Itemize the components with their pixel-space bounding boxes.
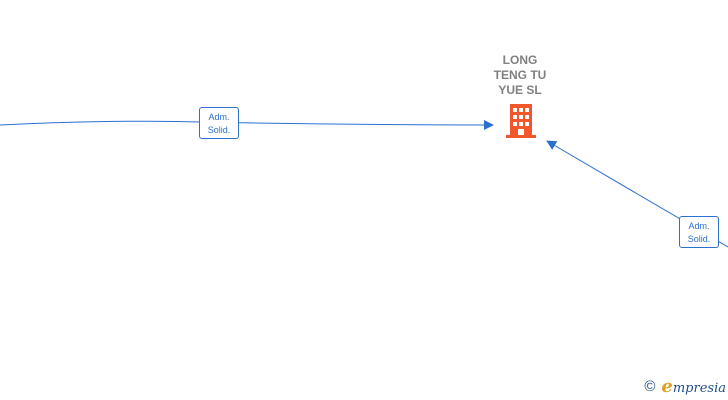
edge-label-line: Adm. <box>688 221 710 231</box>
edge-label-left[interactable]: Adm. Solid. <box>199 107 239 139</box>
edge-label-right[interactable]: Adm. Solid. <box>679 216 719 248</box>
company-name-line: LONG <box>502 53 538 67</box>
edge-line-left <box>0 119 494 130</box>
brand-logo: empresia <box>661 376 726 397</box>
company-name[interactable]: LONG TENG TU YUE SL <box>480 53 560 98</box>
company-name-line: YUE SL <box>498 83 542 97</box>
edge-label-line: Solid. <box>207 125 231 135</box>
brand-logo-rest: mpresia <box>672 380 726 396</box>
copyright-icon: © <box>644 377 656 395</box>
edge-label-line: Solid. <box>687 234 711 244</box>
edge-label-line: Adm. <box>208 112 230 122</box>
brand-logo-initial: e <box>661 375 673 397</box>
building-icon[interactable] <box>506 104 536 138</box>
empresia-watermark: © empresia <box>644 376 726 397</box>
company-name-line: TENG TU <box>493 68 547 82</box>
